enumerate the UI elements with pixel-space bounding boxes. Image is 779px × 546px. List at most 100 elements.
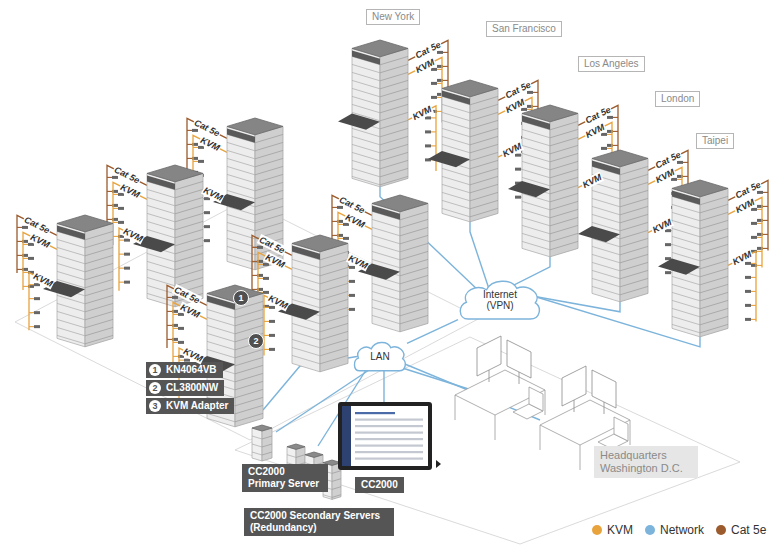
rack-unit (175, 269, 203, 277)
kvm-adapter-icon (337, 206, 343, 209)
node-text: CC2000 Primary Server (248, 466, 319, 489)
server-label: CC2000 Primary Server (242, 464, 328, 492)
rack-unit (442, 208, 470, 216)
pointer-arrow (436, 460, 441, 468)
rack-unit (592, 270, 620, 278)
rack-unit (227, 230, 255, 238)
rack-unit (700, 324, 728, 332)
site-label: London (655, 91, 700, 107)
rack-unit (700, 228, 728, 236)
rack-unit (400, 315, 428, 323)
cloud-shape (460, 281, 539, 319)
monitor-frame (338, 402, 432, 470)
rack-unit (85, 303, 113, 311)
kvm-adapter-icon (124, 267, 130, 270)
cable-label: KVM (650, 216, 674, 235)
node-text: Taipei (702, 135, 728, 146)
rack-side (550, 113, 578, 256)
rack-unit (235, 373, 263, 381)
rack-unit (57, 271, 85, 279)
rack-unit (620, 206, 648, 214)
node-text: CC2000 Secondary Servers (Redundancy) (250, 510, 380, 533)
desk-leg (545, 390, 546, 415)
rack-unit (380, 176, 408, 184)
kvm-adapter-icon (425, 144, 431, 147)
rack-unit (550, 185, 578, 193)
rack-unit (442, 192, 470, 200)
rack-unit (700, 220, 728, 228)
rack-unit (380, 168, 408, 176)
rack-unit (85, 247, 113, 255)
rack-unit (380, 64, 408, 72)
network-cloud: LAN (353, 340, 407, 373)
legend-swatch (716, 525, 726, 535)
rack-unit (147, 213, 175, 221)
rack-unit (400, 251, 428, 259)
monitor-stand (604, 402, 605, 414)
screen-row (355, 419, 423, 421)
network-connector (407, 320, 458, 344)
kvm-cable (728, 197, 762, 267)
rack-unit (320, 339, 348, 347)
kvm-cable (23, 232, 57, 290)
rack-unit (400, 291, 428, 299)
site-label: New York (366, 9, 420, 25)
rack-unit (255, 198, 283, 206)
rack-unit (207, 333, 235, 341)
kvm-adapter-icon (22, 226, 28, 229)
rack-unit (332, 479, 341, 482)
kvm-adapter-icon (349, 308, 355, 311)
rack-unit (470, 176, 498, 184)
kvm-adapter-icon (431, 96, 437, 99)
kvm-adapter-icon (665, 271, 671, 274)
rack-unit (620, 254, 648, 262)
rack-unit (620, 262, 648, 270)
rack-unit (550, 209, 578, 217)
rack-unit (262, 436, 272, 439)
rack-unit (470, 112, 498, 120)
rack-unit (147, 229, 175, 237)
rack-unit (352, 96, 380, 104)
rack-unit (620, 214, 648, 222)
kvm-switch (372, 205, 400, 219)
rack-unit (522, 201, 550, 209)
rack-unit (672, 252, 700, 260)
rack-unit (235, 365, 263, 373)
kvm-adapter-icon (515, 154, 521, 157)
rack-unit (320, 299, 348, 307)
rack-unit (380, 112, 408, 120)
kvm-adapter-icon (671, 178, 677, 181)
rack-unit (522, 137, 550, 145)
rack-side (235, 293, 263, 426)
rack-unit (470, 152, 498, 160)
rack-unit (57, 311, 85, 319)
cable-label: KVM (730, 249, 754, 268)
rack-unit (320, 267, 348, 275)
screen-row (355, 425, 423, 427)
rack-unit (380, 56, 408, 64)
rack-unit (700, 244, 728, 252)
kvm-adapter-icon (665, 243, 671, 246)
rack-unit (175, 197, 203, 205)
kvm-adapter-icon (757, 191, 763, 194)
rack-unit (227, 150, 255, 158)
rack-unit (700, 300, 728, 308)
rack-unit (372, 283, 400, 291)
rack-unit (292, 347, 320, 355)
rack-unit (85, 255, 113, 263)
rack-unit (147, 269, 175, 277)
rack-unit (292, 283, 320, 291)
site-label: Headquarters Washington D.C. (594, 446, 698, 478)
node-text: CC2000 (361, 479, 398, 490)
node-text: New York (372, 11, 414, 22)
rack-unit (147, 197, 175, 205)
rack-unit (175, 213, 203, 221)
server-label: CC2000 Secondary Servers (Redundancy) (244, 508, 394, 536)
rack-unit (550, 201, 578, 209)
kvm-adapter-icon (34, 311, 40, 314)
rack-unit (227, 238, 255, 246)
rack-unit (320, 331, 348, 339)
rack-unit (320, 259, 348, 267)
rack-unit (442, 104, 470, 112)
